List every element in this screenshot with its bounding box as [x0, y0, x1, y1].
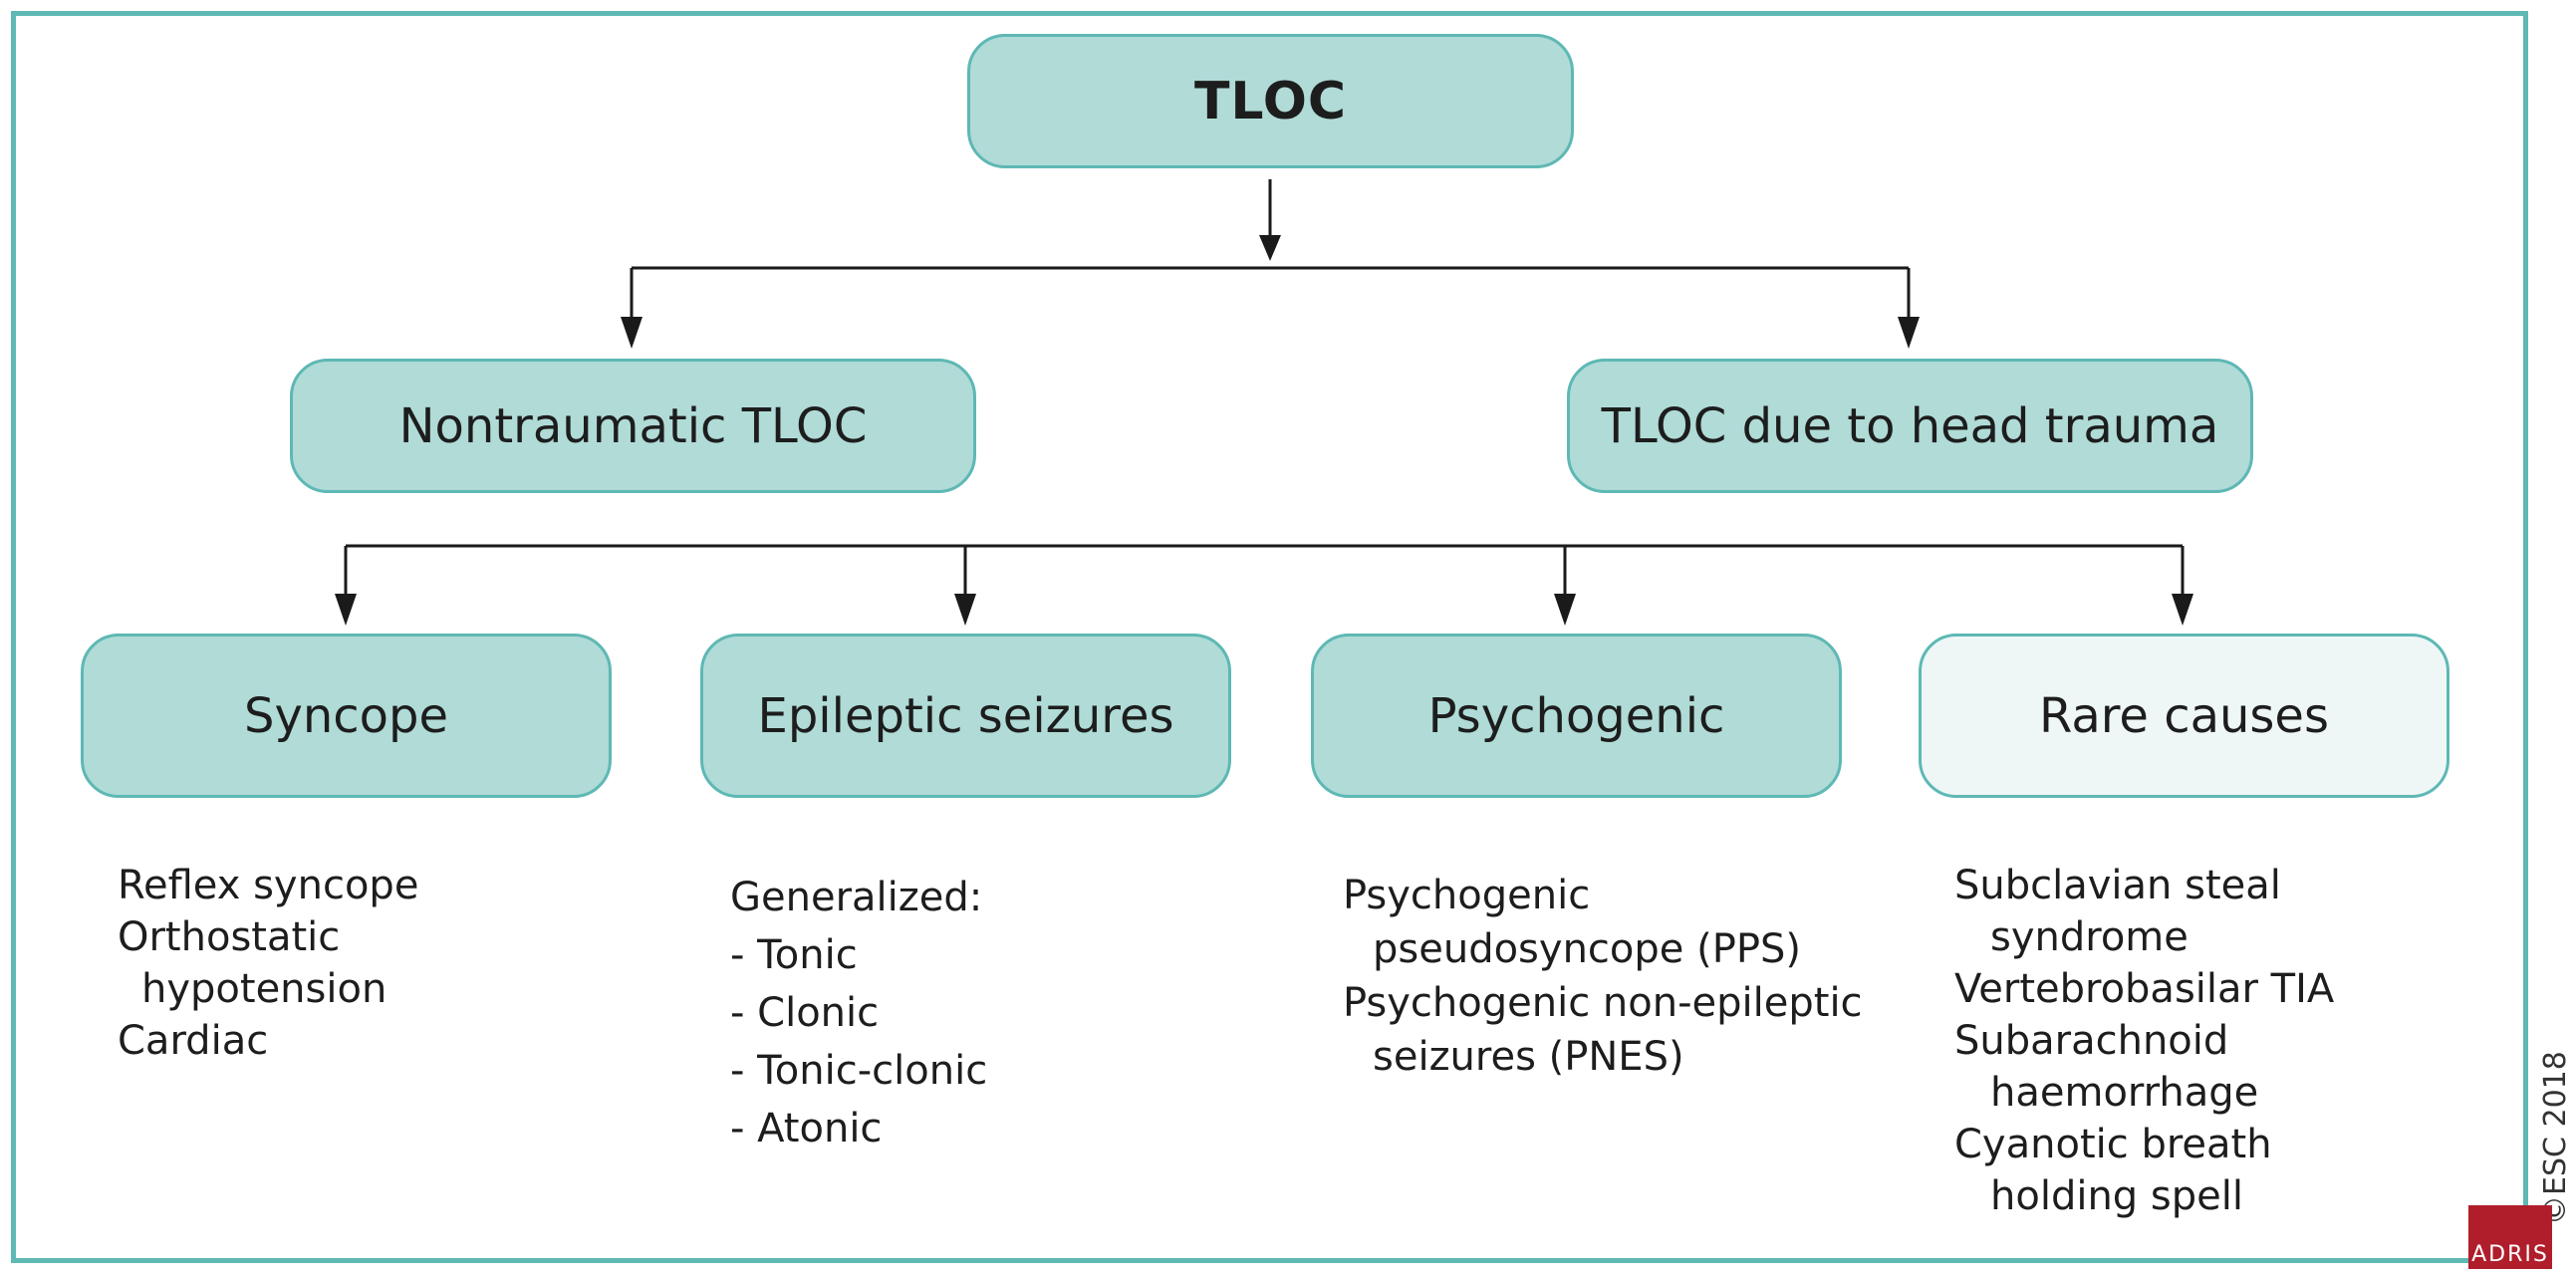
detail-item: Generalized:	[730, 875, 983, 920]
detail-item: Cardiac	[118, 1018, 269, 1064]
detail-item: holding spell	[1990, 1173, 2243, 1219]
arrowhead-psychogenic	[1554, 594, 1576, 626]
detail-item: Psychogenic	[1343, 873, 1591, 918]
arrowhead-head-trauma	[1898, 317, 1920, 349]
detail-item: pseudosyncope (PPS)	[1373, 926, 1801, 972]
node-tloc: TLOC	[967, 34, 1574, 168]
node-nontraumatic-tloc: Nontraumatic TLOC	[290, 359, 976, 493]
publisher-logo: ADRIS	[2468, 1205, 2552, 1269]
detail-item: Subarachnoid	[1954, 1018, 2229, 1064]
epileptic-details: Generalized: - Tonic - Clonic - Tonic-cl…	[730, 869, 987, 1157]
detail-item: - Tonic	[730, 932, 858, 978]
diagram-frame	[11, 11, 2528, 1263]
syncope-details: Reflex syncope Orthostatic hypotension C…	[118, 860, 418, 1067]
detail-item: hypotension	[141, 966, 387, 1012]
detail-item: Subclavian steal	[1954, 863, 2281, 908]
node-tloc-label: TLOC	[1193, 71, 1348, 131]
copyright-text: ©ESC 2018	[2538, 1051, 2573, 1225]
arrowhead-root	[1259, 235, 1281, 261]
rare-details: Subclavian steal syndrome Vertebrobasila…	[1954, 860, 2334, 1222]
node-rare-causes: Rare causes	[1919, 634, 2449, 798]
node-psychogenic-label: Psychogenic	[1427, 687, 1725, 744]
node-syncope: Syncope	[81, 634, 612, 798]
arrowhead-nontraumatic	[621, 317, 643, 349]
node-nontraumatic-label: Nontraumatic TLOC	[398, 397, 868, 454]
detail-item: Reflex syncope	[118, 863, 419, 908]
node-syncope-label: Syncope	[243, 687, 449, 744]
detail-item: - Clonic	[730, 990, 880, 1036]
detail-item: haemorrhage	[1990, 1070, 2259, 1116]
arrowhead-rare	[2172, 594, 2193, 626]
psychogenic-details: Psychogenic pseudosyncope (PPS) Psychoge…	[1343, 869, 1863, 1084]
detail-item: Cyanotic breath	[1954, 1122, 2272, 1167]
detail-item: seizures (PNES)	[1373, 1034, 1684, 1080]
node-head-trauma-label: TLOC due to head trauma	[1601, 397, 2219, 454]
logo-text: ADRIS	[2471, 1242, 2549, 1267]
detail-item: Psychogenic non-epileptic	[1343, 980, 1863, 1026]
arrowhead-syncope	[335, 594, 357, 626]
detail-item: - Atonic	[730, 1106, 883, 1151]
detail-item: syndrome	[1990, 914, 2189, 960]
detail-item: Vertebrobasilar TIA	[1954, 966, 2335, 1012]
detail-item: Orthostatic	[118, 914, 341, 960]
arrowhead-epileptic	[954, 594, 976, 626]
node-rare-label: Rare causes	[2039, 687, 2329, 744]
node-psychogenic: Psychogenic	[1311, 634, 1842, 798]
detail-item: - Tonic-clonic	[730, 1048, 988, 1094]
node-epileptic-seizures: Epileptic seizures	[700, 634, 1231, 798]
node-epileptic-label: Epileptic seizures	[757, 687, 1174, 744]
node-tloc-head-trauma: TLOC due to head trauma	[1567, 359, 2253, 493]
